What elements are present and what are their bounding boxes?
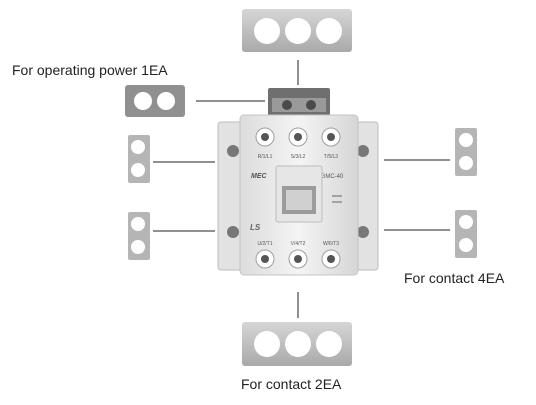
aux-cover-right-lower xyxy=(455,210,477,258)
terminal-r: R/1/L1 xyxy=(258,154,273,160)
contact-4ea-label: For contact 4EA xyxy=(404,270,504,286)
contact-2ea-label: For contact 2EA xyxy=(241,376,341,392)
operating-power-label: For operating power 1EA xyxy=(12,62,168,78)
terminal-t: T/5/L3 xyxy=(324,154,338,160)
terminal-u: U/2/T1 xyxy=(257,241,272,247)
terminal-s: S/3/L2 xyxy=(291,154,306,160)
terminal-w: W/6/T3 xyxy=(323,241,339,247)
model-label: GMC-40 xyxy=(321,174,344,180)
terminal-v: V/4/T2 xyxy=(291,241,306,247)
aux-cover-right-upper xyxy=(455,128,477,176)
top-terminal-cover xyxy=(242,9,352,52)
magnetic-contactor: R/1/L1 S/3/L2 T/5/L3 MEC GMC-40 LS U/2/T… xyxy=(218,88,378,275)
bottom-terminal-cover xyxy=(242,322,352,366)
brand-logo: LS xyxy=(250,223,261,232)
aux-cover-left-lower xyxy=(128,212,150,260)
aux-cover-left-upper xyxy=(128,135,150,183)
series-mark: MEC xyxy=(251,173,268,180)
operating-power-cover xyxy=(125,85,185,117)
